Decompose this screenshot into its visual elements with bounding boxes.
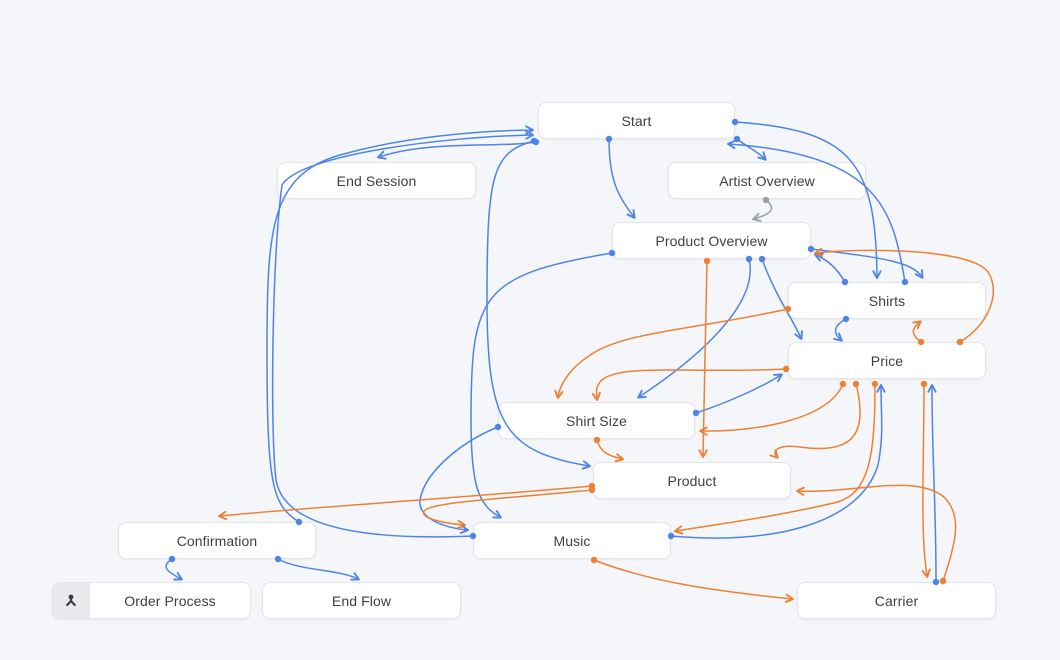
node-label: Shirt Size: [566, 412, 627, 429]
node-product[interactable]: Product: [593, 462, 791, 499]
node-confirmation[interactable]: Confirmation: [118, 522, 316, 559]
node-label: Product Overview: [655, 232, 768, 249]
edge-price-to-product: [769, 383, 861, 459]
edge-carrier-to-product: [796, 484, 957, 582]
edge-start-to-product-overview: [608, 138, 636, 219]
edge-source-dot: [733, 135, 741, 143]
edge-carrier-to-price: [927, 384, 937, 583]
node-label: End Flow: [331, 592, 392, 609]
edge-shirts-to-product-overview: [814, 252, 846, 283]
edge-shirt-size-to-product: [596, 439, 624, 463]
edge-source-dot: [871, 380, 879, 388]
node-carrier[interactable]: Carrier: [797, 582, 996, 619]
node-price[interactable]: Price: [788, 342, 986, 379]
node-order-process[interactable]: Order Process: [52, 582, 251, 619]
node-label: Price: [870, 352, 904, 369]
node-shirt-size[interactable]: Shirt Size: [498, 402, 695, 439]
edge-shirt-size-to-price: [695, 373, 783, 414]
node-label: Shirts: [868, 292, 906, 309]
node-end-flow[interactable]: End Flow: [262, 582, 461, 619]
node-label: Artist Overview: [719, 172, 815, 189]
edge-price-to-music: [674, 383, 876, 535]
node-label: Order Process: [124, 592, 216, 609]
edge-shirt-size-to-music: [419, 426, 499, 534]
edge-price-to-carrier: [921, 383, 931, 578]
node-end-session[interactable]: End Session: [277, 162, 476, 199]
edge-price-to-shirt-size: [699, 383, 844, 436]
node-product-overview[interactable]: Product Overview: [612, 222, 811, 259]
edge-music-to-carrier: [593, 559, 794, 604]
node-label: Music: [553, 532, 591, 549]
edge-product-to-music: [422, 489, 593, 530]
edge-source-dot: [530, 137, 538, 145]
edge-source-dot: [920, 380, 928, 388]
node-music[interactable]: Music: [473, 522, 671, 559]
edge-start-to-artist-overview: [736, 138, 767, 161]
edge-shirts-to-shirt-size: [554, 308, 789, 399]
edge-price-to-shirts: [912, 320, 922, 343]
edge-source-dot: [852, 380, 860, 388]
edge-price-to-shirt-size: [591, 368, 787, 401]
edge-shirts-to-price: [833, 318, 847, 342]
edge-product-overview-to-shirts: [810, 248, 924, 279]
node-label: End Session: [336, 172, 417, 189]
node-label: Product: [667, 472, 717, 489]
node-shirts[interactable]: Shirts: [788, 282, 986, 319]
node-label: Carrier: [874, 592, 919, 609]
edge-product-overview-to-product: [698, 260, 708, 458]
edge-start-to-end-session: [377, 141, 537, 160]
node-label: Start: [621, 112, 652, 129]
edge-product-overview-to-music: [470, 252, 613, 519]
edge-product-overview-to-shirt-size: [637, 258, 751, 399]
edge-source-dot: [839, 380, 847, 388]
node-start[interactable]: Start: [538, 102, 735, 139]
edge-confirmation-to-order-process: [165, 558, 183, 581]
edge-artist-overview-to-product-overview: [752, 199, 773, 222]
edge-source-dot: [532, 138, 540, 146]
edge-product-to-confirmation: [218, 485, 593, 521]
node-artist-overview[interactable]: Artist Overview: [668, 162, 866, 199]
edge-confirmation-to-end-flow: [277, 558, 360, 581]
node-label: Confirmation: [176, 532, 258, 549]
workflow-branch-icon: [53, 583, 90, 618]
